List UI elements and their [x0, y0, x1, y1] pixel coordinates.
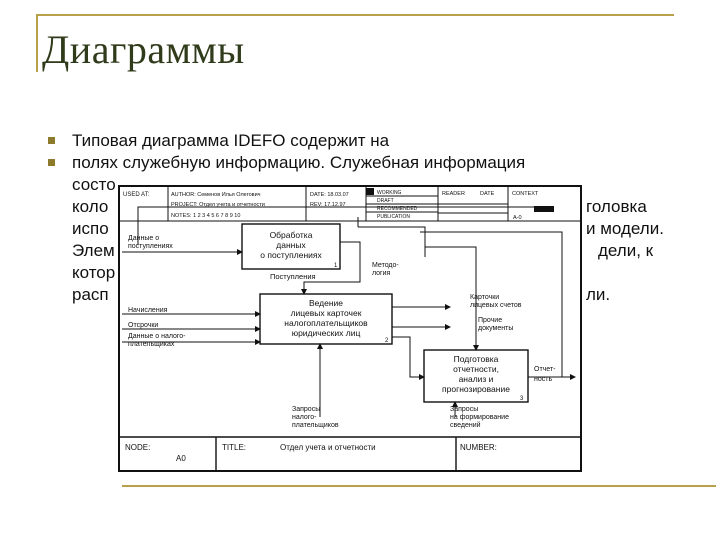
arrow-label: Запросы [292, 406, 320, 413]
arrow-label: Отсрочки [128, 322, 158, 329]
arrow-label: плательщиков [292, 422, 339, 429]
box-2-label-line: налогоплательщиков [284, 318, 368, 328]
box-3-number: 3 [520, 396, 524, 402]
header-used-at: USED AT: [123, 192, 150, 198]
paragraph-fragment: Элем [72, 241, 115, 260]
arrow-label: Данные о налого- [128, 333, 186, 340]
arrow-label: Отчет- [534, 366, 556, 373]
box-3-label-line: анализ и [459, 374, 494, 384]
activity-box-2 [259, 293, 393, 345]
decorative-corner-line [36, 14, 38, 72]
header-draft: DRAFT [377, 198, 394, 204]
paragraph-fragment: коло [72, 197, 109, 216]
footer-node-label: NODE: [125, 443, 150, 452]
arrow-label: Карточки [470, 294, 499, 301]
footer-node-value: A0 [176, 454, 186, 463]
box-3-label-line: Подготовка [454, 354, 499, 364]
box-1-label-line: данных [276, 240, 306, 250]
footer-title-value: Отдел учета и отчетности [280, 443, 376, 452]
arrow-label: на формирование [450, 414, 509, 421]
box-2-label-line: юридических лиц [292, 328, 361, 338]
box-3-label-line: отчетности, [453, 364, 499, 374]
bullet-item: полях служебную информацию. Служебная ин… [48, 152, 698, 174]
idef0-diagram: USED AT: AUTHOR: Семенов Илья Олегович P… [118, 185, 582, 472]
header-working: WORKING [377, 190, 402, 196]
decorative-bottom-rule [122, 485, 716, 487]
arrow-label: Методо- [372, 262, 399, 269]
paragraph-fragment: испо [72, 219, 109, 238]
box-2-number: 2 [385, 338, 389, 344]
arrow-label: Запросы [450, 406, 478, 413]
arrow-label: Прочие [478, 317, 502, 324]
decorative-top-rule [36, 14, 674, 16]
header-context: CONTEXT [512, 191, 539, 197]
arrow-label: поступлениях [128, 243, 173, 250]
arrow-label: Поступления [270, 272, 316, 281]
paragraph-fragment: и модели. [586, 219, 664, 238]
bullet-marker [48, 159, 55, 166]
arrow-label: ность [534, 376, 552, 383]
box-2-label-line: лицевых карточек [291, 308, 362, 318]
footer-title-label: TITLE: [222, 443, 246, 452]
box-3-label-line: прогнозирование [442, 384, 510, 394]
paragraph-fragment: дели, к [598, 241, 654, 260]
bullet-marker [48, 137, 55, 144]
arrow-label: плательщиках [128, 341, 175, 348]
header-date2: DATE [480, 191, 495, 197]
arrow-label: лицевых счетов [470, 302, 522, 309]
bullet-text: полях служебную информацию. Служебная ин… [72, 153, 526, 172]
header-reader: READER [442, 191, 465, 197]
box-2-label-line: Ведение [309, 298, 343, 308]
box-1-label-line: о поступлениях [260, 250, 322, 260]
bullet-text: Типовая диаграмма IDEFO содержит на [72, 131, 390, 150]
header-publication: PUBLICATION [377, 214, 410, 220]
arrow-label: Начисления [128, 307, 168, 314]
idef0-diagram-svg: USED AT: AUTHOR: Семенов Илья Олегович P… [120, 187, 580, 470]
paragraph-fragment: ли. [586, 285, 611, 304]
paragraph-fragment: головка [586, 197, 647, 216]
arrow-to-box3 [392, 336, 425, 380]
arrow-label: налого- [292, 414, 317, 421]
paragraph-fragment: котор [72, 263, 116, 282]
arrow-label: Данные о [128, 235, 159, 242]
box-1-label-line: Обработка [270, 230, 313, 240]
activity-box-1 [241, 223, 341, 270]
header-notes: NOTES: 1 2 3 4 5 6 7 8 9 10 [171, 213, 240, 219]
header-node-code: A-0 [513, 215, 522, 221]
arrow-label: сведений [450, 421, 481, 429]
header-recommended: RECOMMENDED [377, 206, 418, 212]
context-thumbnail [534, 206, 554, 212]
arrow-feedback-right [420, 231, 563, 377]
paragraph-fragment: состо [72, 175, 116, 194]
header-author: AUTHOR: Семенов Илья Олегович [171, 192, 261, 198]
header-project: PROJECT: Отдел учета и отчетности [171, 202, 265, 208]
diagram-footer [120, 436, 580, 470]
bullet-item: Типовая диаграмма IDEFO содержит на [48, 130, 698, 152]
arrow-postupleniya [301, 241, 361, 295]
footer-number-label: NUMBER: [460, 443, 497, 452]
paragraph-fragment: расп [72, 285, 109, 304]
arrow-feedback-top [137, 206, 550, 245]
arrow-label: логия [372, 270, 391, 277]
arrow-label: документы [478, 325, 513, 332]
status-marker-working [366, 188, 374, 195]
header-date: DATE: 18.03.07 [310, 192, 349, 198]
box-1-number: 1 [334, 263, 338, 269]
header-rev: REV: 17.12.97 [310, 202, 346, 208]
page-title: Диаграммы [42, 27, 245, 72]
diagram-header [120, 187, 580, 222]
bullet-list: Типовая диаграмма IDEFO содержит на поля… [48, 130, 698, 174]
